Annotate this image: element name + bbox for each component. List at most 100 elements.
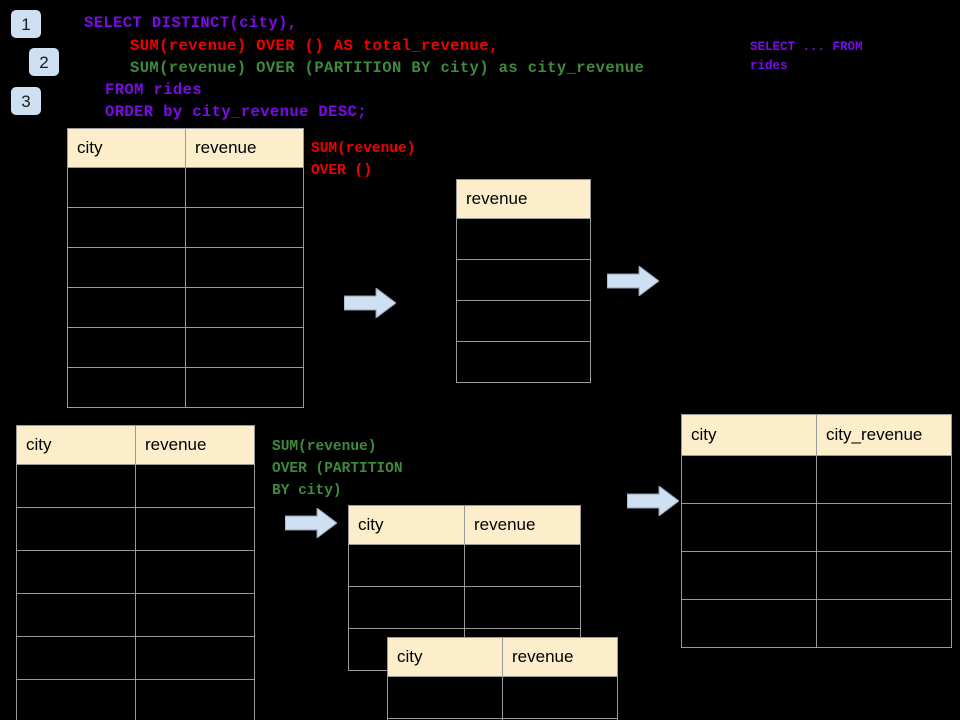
step-badge-2[interactable]: 2 xyxy=(29,48,59,76)
table-cell xyxy=(135,507,255,551)
table-cell xyxy=(464,586,581,629)
column-header-city-revenue: city_revenue xyxy=(816,414,952,456)
column-header-revenue: revenue xyxy=(456,179,591,219)
table-cell xyxy=(456,259,591,301)
table-body xyxy=(16,464,255,720)
table-cell xyxy=(16,550,136,594)
table-cell xyxy=(185,287,304,328)
table-cell xyxy=(464,544,581,587)
table-cell xyxy=(681,503,817,552)
table-row xyxy=(16,679,255,720)
table-header-row: city revenue xyxy=(387,637,618,677)
column-header-city: city xyxy=(67,128,186,168)
table-cell xyxy=(16,636,136,680)
table-cell xyxy=(135,636,255,680)
table-cell xyxy=(135,679,255,720)
table-row xyxy=(67,367,304,408)
table-cell xyxy=(67,367,186,408)
table-header-row: city revenue xyxy=(67,128,304,168)
source-table-bottom: city revenue xyxy=(16,425,255,720)
table-header-row: city revenue xyxy=(16,425,255,465)
table-row xyxy=(456,300,591,342)
table-row xyxy=(387,718,618,720)
table-row xyxy=(681,455,952,504)
sql-line-total-revenue: SUM(revenue) OVER () AS total_revenue, xyxy=(130,37,499,55)
table-row xyxy=(16,593,255,637)
sql-line-city-revenue: SUM(revenue) OVER (PARTITION BY city) as… xyxy=(130,59,645,77)
step-badge-3[interactable]: 3 xyxy=(11,87,41,115)
table-cell xyxy=(16,464,136,508)
table-row xyxy=(456,259,591,301)
table-cell xyxy=(135,464,255,508)
table-cell xyxy=(185,327,304,368)
table-row xyxy=(67,287,304,328)
table-row xyxy=(16,550,255,594)
sql-line-select-distinct: SELECT DISTINCT(city), xyxy=(84,14,298,32)
column-header-city: city xyxy=(681,414,817,456)
step-badge-3-label: 3 xyxy=(21,91,31,111)
table-row xyxy=(67,327,304,368)
table-body xyxy=(456,218,591,383)
annotation-sum-over-partition: SUM(revenue) OVER (PARTITION BY city) xyxy=(272,439,403,499)
column-header-revenue: revenue xyxy=(135,425,255,465)
table-cell xyxy=(67,167,186,208)
table-cell xyxy=(456,218,591,260)
table-row xyxy=(387,676,618,719)
sidenote-select-from-rides: SELECT ... FROM rides xyxy=(750,40,863,73)
table-cell xyxy=(67,207,186,248)
table-cell xyxy=(16,507,136,551)
arrow-partition-to-result xyxy=(627,486,679,516)
table-header-row: city revenue xyxy=(348,505,581,545)
table-cell xyxy=(502,676,618,719)
table-cell xyxy=(185,167,304,208)
table-cell xyxy=(185,247,304,288)
arrow-source-to-partition xyxy=(285,508,337,538)
arrow-revenue-to-result xyxy=(607,266,659,296)
column-header-revenue: revenue xyxy=(464,505,581,545)
table-row xyxy=(16,507,255,551)
sql-line-from: FROM rides xyxy=(105,81,203,99)
table-row xyxy=(348,544,581,587)
table-row xyxy=(456,341,591,383)
table-cell xyxy=(185,207,304,248)
table-cell xyxy=(67,287,186,328)
table-row xyxy=(16,636,255,680)
column-header-city: city xyxy=(387,637,503,677)
table-cell xyxy=(67,327,186,368)
table-header-row: city city_revenue xyxy=(681,414,952,456)
table-body xyxy=(387,676,618,720)
revenue-column-table: revenue xyxy=(456,179,591,383)
column-header-city: city xyxy=(348,505,465,545)
annotation-sum-over-empty: SUM(revenue) OVER () xyxy=(311,141,416,179)
table-row xyxy=(67,167,304,208)
table-row xyxy=(16,464,255,508)
table-cell xyxy=(681,599,817,648)
step-badge-1-label: 1 xyxy=(21,14,31,34)
column-header-revenue: revenue xyxy=(185,128,304,168)
step-badge-2-label: 2 xyxy=(39,52,49,72)
table-cell xyxy=(16,593,136,637)
table-cell xyxy=(185,367,304,408)
table-cell xyxy=(135,550,255,594)
step-badge-1[interactable]: 1 xyxy=(11,10,41,38)
table-cell xyxy=(816,551,952,600)
table-row xyxy=(681,551,952,600)
source-table-top: city revenue xyxy=(67,128,304,408)
result-table: city city_revenue xyxy=(681,414,952,648)
table-row xyxy=(67,207,304,248)
table-cell xyxy=(456,341,591,383)
table-row xyxy=(456,218,591,260)
column-header-revenue: revenue xyxy=(502,637,618,677)
table-cell xyxy=(387,676,503,719)
table-cell xyxy=(681,455,817,504)
table-header-row: revenue xyxy=(456,179,591,219)
table-cell xyxy=(456,300,591,342)
table-cell xyxy=(16,679,136,720)
table-cell xyxy=(681,551,817,600)
table-cell xyxy=(348,544,465,587)
column-header-city: city xyxy=(16,425,136,465)
table-row xyxy=(681,503,952,552)
table-body xyxy=(681,455,952,648)
table-row xyxy=(681,599,952,648)
